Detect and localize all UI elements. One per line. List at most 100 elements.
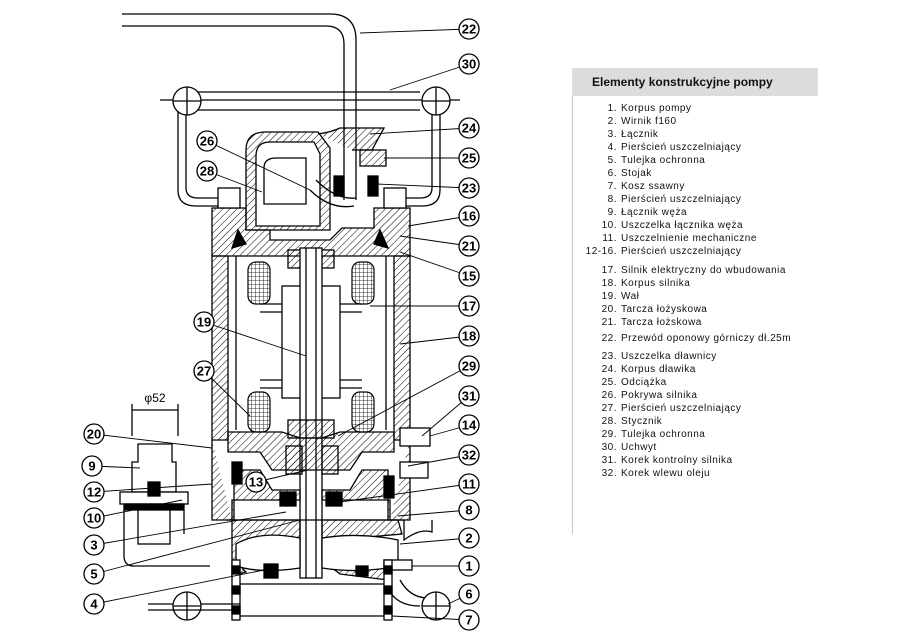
legend-item: 1. Korpus pompy [573, 102, 818, 115]
callout-circle [193, 360, 215, 382]
legend-item-text: Pierścień uszczelniający [621, 142, 742, 153]
component-legend: Elementy konstrukcyjne pompy 1.Korpus po… [572, 68, 818, 534]
callout-number: 28 [200, 164, 214, 179]
callout-leader [391, 615, 470, 621]
legend-item-text: Uchwyt [621, 442, 657, 453]
callout-leader [399, 335, 470, 345]
callout-leader [369, 127, 470, 135]
callout-leader [206, 140, 311, 191]
callout-circle [458, 355, 480, 377]
handle-ends [172, 86, 451, 116]
callout-leader [93, 569, 265, 605]
callout-number: 27 [197, 364, 211, 379]
callout-circle [458, 205, 480, 227]
legend-item-number: 23. [601, 351, 617, 362]
legend-item: 17.Silnik elektryczny do wbudowania [573, 264, 818, 277]
legend-item: 19.Wał [573, 290, 818, 303]
legend-item-text: Łącznik węża [621, 207, 688, 218]
stand-base [148, 579, 451, 621]
callout-number: 8 [465, 503, 472, 518]
callout-leader [397, 509, 470, 517]
legend-item-number: 6. [607, 168, 617, 179]
callout-circle [458, 555, 480, 577]
legend-item-text: Uszczelka dławnicy [621, 351, 717, 362]
callout-leader [93, 519, 301, 575]
callout-circle [458, 18, 480, 40]
legend-item: 2.Wirnik f160 [573, 115, 818, 128]
legend-item-number: 8. [607, 194, 617, 205]
callout-circle [245, 471, 267, 493]
callout-number: 10 [87, 511, 101, 526]
legend-item-number: 11. [602, 233, 617, 244]
callout-number: 21 [462, 239, 476, 254]
callout-circle [83, 593, 105, 615]
callout-leader [93, 499, 183, 519]
legend-item: 12-16.Pierścień uszczelniający [573, 245, 818, 258]
top-flange [211, 187, 411, 257]
legend-item-number: 1. [607, 103, 617, 114]
legend-item-number: 26. [601, 390, 617, 401]
callout-circle [83, 534, 105, 556]
legend-item-text: Korpus silnika [621, 278, 691, 289]
callout-number: 22 [462, 22, 476, 37]
pump-casing [226, 519, 433, 581]
callout-circle [458, 53, 480, 75]
legend-item-number: 3. [607, 129, 617, 140]
callout-leader [93, 511, 287, 546]
motor-cover [245, 127, 387, 231]
legend-item-number: 25. [601, 377, 617, 388]
callout-circle [458, 385, 480, 407]
legend-item: 8. Pierścień uszczelniający [573, 193, 818, 206]
legend-item-number: 21. [601, 317, 617, 328]
legend-item-number: 5. [607, 155, 617, 166]
callout-leader [93, 483, 213, 493]
bearing-plate [227, 431, 395, 475]
handle [160, 91, 460, 207]
callout-leader [375, 183, 470, 189]
callout-number: 3 [90, 538, 97, 553]
callout-number: 23 [462, 181, 476, 196]
callout-number: 18 [462, 329, 476, 344]
legend-item-text: Pierścień uszczelniający [621, 403, 742, 414]
callout-number: 4 [90, 597, 98, 612]
callout-circle [458, 499, 480, 521]
dimension-label: φ52 [144, 391, 165, 405]
legend-item-text: Tulejka ochronna [621, 155, 706, 166]
legend-item: 9. Łącznik węża [573, 206, 818, 219]
legend-item-text: Tulejka ochronna [621, 429, 706, 440]
callout-leader [399, 235, 470, 247]
legend-item: 32.Korek wlewu oleju [573, 467, 818, 480]
callout-leader [203, 370, 251, 417]
callouts: 2230242523162115171829311432118216726281… [81, 18, 480, 631]
callout-circle [458, 235, 480, 257]
legend-item-number: 7. [607, 181, 617, 192]
legend-item-text: Stycznik [621, 416, 663, 427]
legend-item-number: 29. [601, 429, 617, 440]
rotor-and-shaft [281, 247, 341, 579]
callout-circle [458, 325, 480, 347]
legend-item-text: Wał [621, 291, 640, 302]
callout-leader [93, 433, 213, 449]
callout-number: 30 [462, 57, 476, 72]
callout-number: 24 [462, 121, 477, 136]
legend-item: 24.Korpus dławika [573, 363, 818, 376]
legend-item-text: Odciążka [621, 377, 667, 388]
callout-leader [359, 28, 470, 34]
hose-connector [119, 404, 210, 567]
legend-item: 23. Uszczelka dławnicy [573, 350, 818, 363]
callout-circle [458, 583, 480, 605]
legend-item-text: Silnik elektryczny do wbudowania [621, 265, 786, 276]
callout-circle [83, 423, 105, 445]
callout-number: 32 [462, 448, 476, 463]
callout-circle [458, 414, 480, 436]
legend-item-text: Korpus pompy [621, 103, 692, 114]
callout-leader [389, 63, 470, 91]
legend-item: 10.Uszczelka łącznika węża [573, 219, 818, 232]
callout-circle [81, 455, 103, 477]
legend-item: 11.Uszczelnienie mechaniczne [573, 232, 818, 245]
legend-item-number: 32. [601, 468, 617, 479]
callout-leader [203, 321, 307, 357]
legend-item-text: Pierścień uszczelniający [621, 194, 742, 205]
callout-leader [399, 251, 470, 277]
legend-item-number: 9. [607, 207, 617, 218]
